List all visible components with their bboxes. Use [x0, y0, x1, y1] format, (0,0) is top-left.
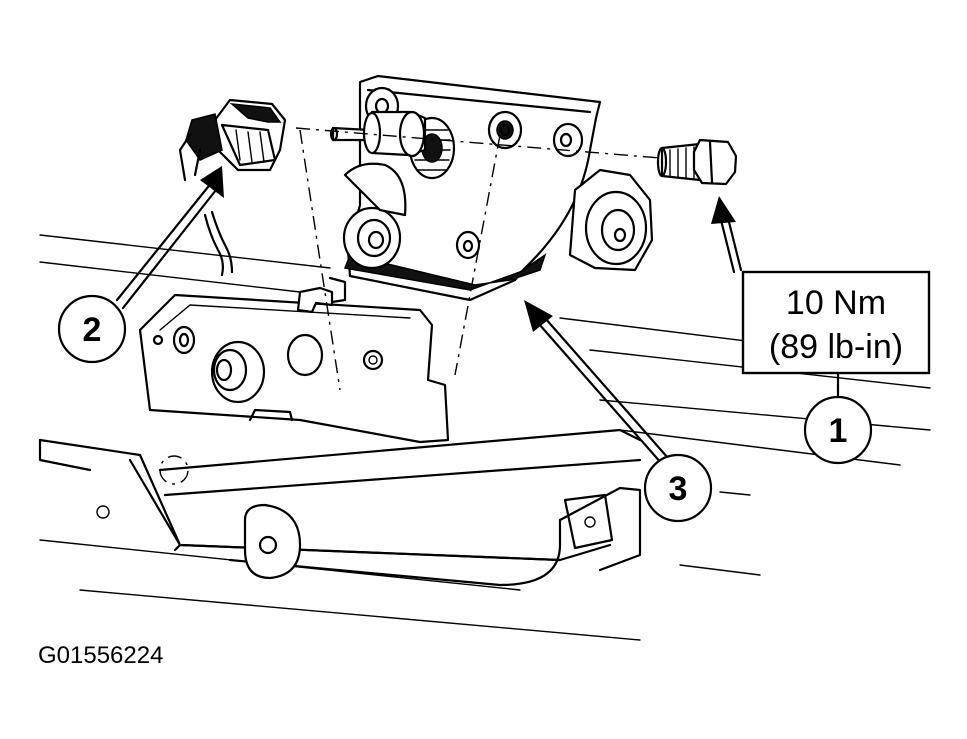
- callout-1: 1: [803, 395, 873, 465]
- electrical-connector: [178, 98, 287, 277]
- callout-leaders: [115, 166, 840, 466]
- callout-3: 3: [643, 453, 713, 523]
- figure-id: G01556224: [38, 642, 163, 669]
- callout-3-label: 3: [669, 470, 688, 508]
- lower-mount-boss: [243, 503, 302, 580]
- torque-spec-box: 10 Nm (89 lb-in): [741, 270, 931, 375]
- mounting-bolt: [656, 138, 738, 186]
- torque-spec-imperial: (89 lb-in): [769, 328, 903, 366]
- actuator-housing: [329, 74, 654, 302]
- callout-2: 2: [57, 294, 127, 364]
- vehicle-panel-lines: [38, 234, 931, 641]
- callout-1-label: 1: [829, 412, 848, 450]
- torque-spec-metric: 10 Nm: [786, 284, 886, 322]
- torque-spec-frame: [741, 270, 931, 375]
- output-shaft: [329, 110, 427, 158]
- base-bracket: [138, 276, 450, 444]
- callout-2-label: 2: [83, 311, 102, 349]
- alignment-centerlines: [295, 127, 661, 391]
